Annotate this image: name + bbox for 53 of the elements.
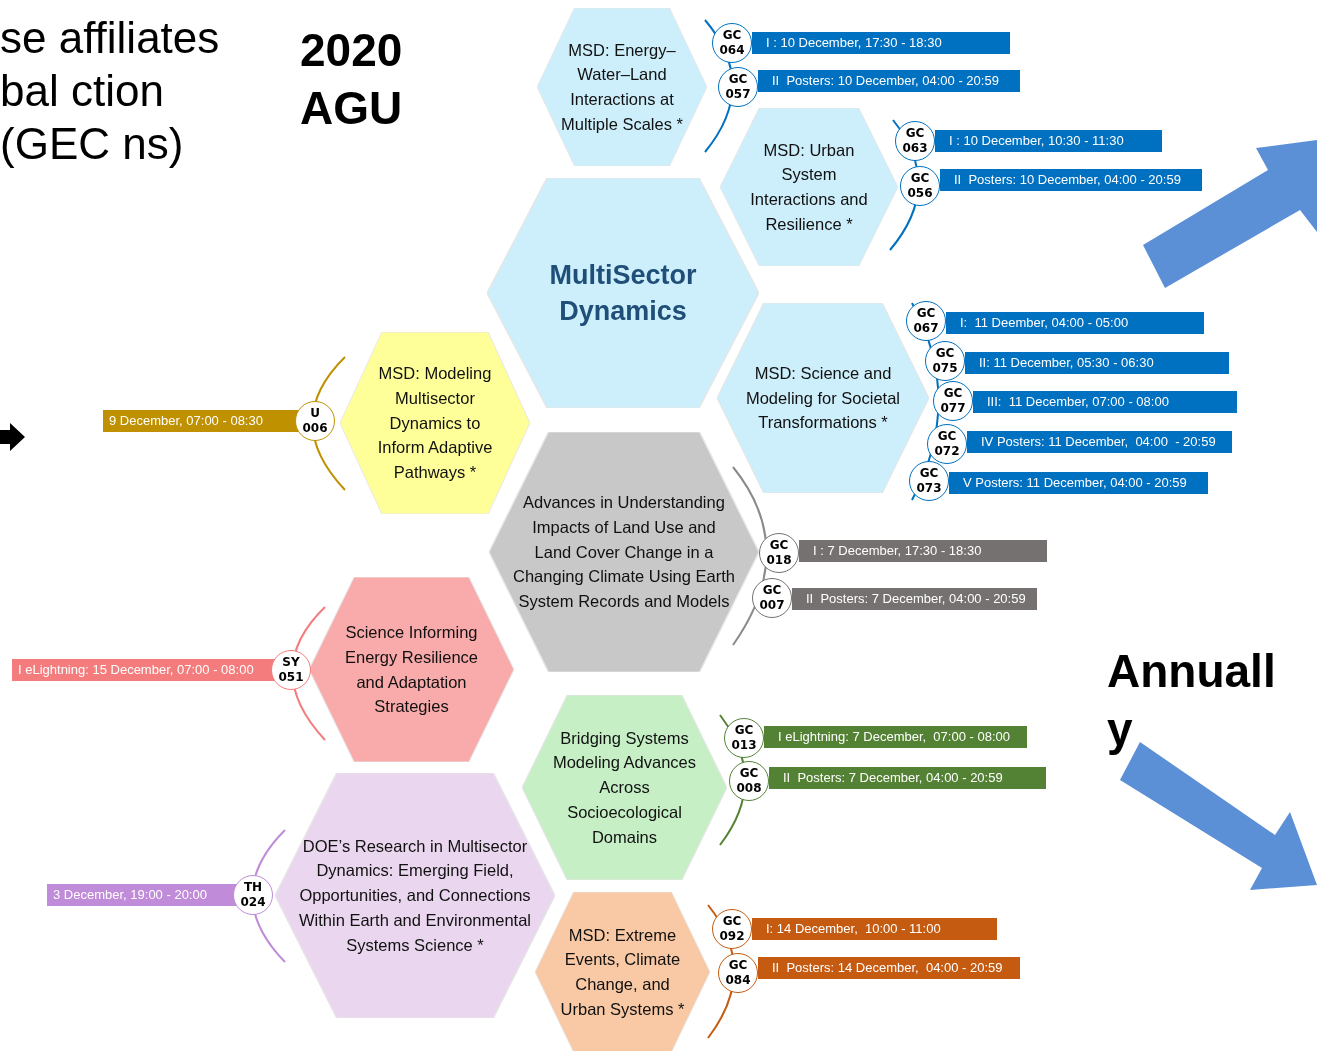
topic-title: Science Informing Energy Resilience and Adaptation Strategies <box>344 622 479 718</box>
session-code: GC 008 <box>729 761 769 801</box>
topic-title: Advances in Understanding Impacts of Land Use and Land Cover Change in a Changing Climate Using Earth System Records and Models <box>513 492 735 613</box>
session-code: GC 018 <box>759 533 799 573</box>
session-time-bar: III: 11 December, 07:00 - 08:00 <box>973 391 1237 413</box>
topic-title: MSD: Extreme Events, Climate Change, and Urban Systems * <box>559 924 686 1020</box>
session-code: GC 057 <box>718 67 758 107</box>
topic-hexagon <box>309 577 514 762</box>
topic-title: MultiSector Dynamics <box>548 258 698 328</box>
topic-title: MSD: Modeling Multisector Dynamics to Inform Adaptive Pathways * <box>376 363 494 484</box>
topic-title: DOE’s Research in Multisector Dynamics: Emerging Field, Opportunities, and Connections Within Earth and Environmental Systems Science * <box>298 835 532 956</box>
session-code: TH 024 <box>233 875 273 915</box>
session-code: GC 013 <box>724 718 764 758</box>
session-time-bar: II Posters: 7 December, 04:00 - 20:59 <box>792 588 1037 610</box>
session-time-bar: II Posters: 14 December, 04:00 - 20:59 <box>758 957 1020 979</box>
session-time-bar: II Posters: 10 December, 04:00 - 20:59 <box>940 169 1202 191</box>
heading: 2020 AGU <box>300 23 404 136</box>
session-time-bar: 3 December, 19:00 - 20:00 <box>47 884 237 906</box>
topic-title: MSD: Energy– Water–Land Interactions at Multiple Scales * <box>560 39 684 135</box>
session-time-bar: II Posters: 7 December, 04:00 - 20:59 <box>769 767 1046 789</box>
session-code: GC 007 <box>752 578 792 618</box>
topic-hexagon <box>537 8 707 166</box>
topic-title: MSD: Urban System Interactions and Resilience * <box>749 139 869 235</box>
topic-title: MSD: Science and Modeling for Societal Transformations * <box>744 362 902 434</box>
session-time-bar: II Posters: 10 December, 04:00 - 20:59 <box>758 70 1020 92</box>
session-time-bar: I eLightning: 7 December, 07:00 - 08:00 <box>764 726 1027 748</box>
session-code: GC 073 <box>909 461 949 501</box>
session-code: GC 077 <box>933 381 973 421</box>
session-time-bar: I: 14 December, 10:00 - 11:00 <box>752 918 997 940</box>
topic-hexagon <box>535 892 710 1051</box>
session-time-bar: I : 10 December, 17:30 - 18:30 <box>752 32 1010 54</box>
topic-title: Bridging Systems Modeling Advances Across Socioecological Domains <box>551 727 698 848</box>
session-time-bar: I : 7 December, 17:30 - 18:30 <box>799 540 1047 562</box>
topic-hexagon <box>720 108 898 266</box>
session-time-bar: I: 11 Deember, 04:00 - 05:00 <box>946 312 1204 334</box>
session-time-bar: II: 11 December, 05:30 - 06:30 <box>965 352 1229 374</box>
session-code: GC 063 <box>895 121 935 161</box>
session-code: GC 067 <box>906 301 946 341</box>
heading: Annuall y <box>1107 644 1277 757</box>
session-code: GC 064 <box>712 23 752 63</box>
session-code: U 006 <box>295 401 335 441</box>
heading-fragment: se affiliates bal ction (GEC ns) <box>0 12 221 170</box>
topic-hexagon <box>275 773 555 1018</box>
session-time-bar: IV Posters: 11 December, 04:00 - 20:59 <box>967 431 1232 453</box>
session-code: GC 084 <box>718 953 758 993</box>
session-code: GC 075 <box>925 341 965 381</box>
session-code: SY 051 <box>271 650 311 690</box>
session-code: GC 056 <box>900 166 940 206</box>
session-code: GC 072 <box>927 424 967 464</box>
session-code: GC 092 <box>712 909 752 949</box>
session-time-bar: I : 10 December, 10:30 - 11:30 <box>935 130 1162 152</box>
session-time-bar: I eLightning: 15 December, 07:00 - 08:00 <box>12 659 276 681</box>
session-time-bar: V Posters: 11 December, 04:00 - 20:59 <box>949 472 1208 494</box>
